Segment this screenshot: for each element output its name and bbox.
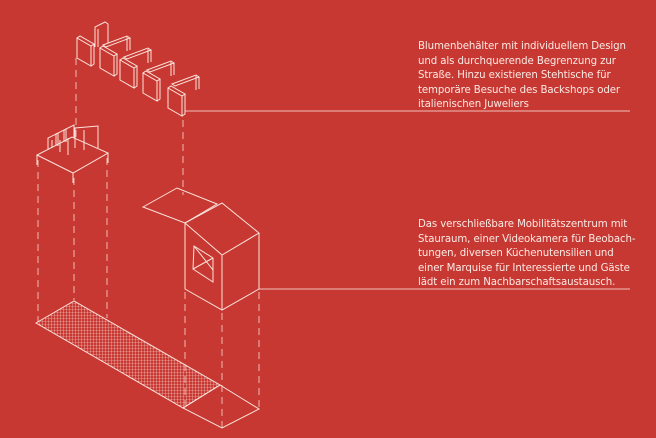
annotation-kiosk: Das verschließbare Mobilitätszentrum mit… <box>418 218 650 291</box>
annotation-line: temporäre Besuche des Backshops oder <box>418 84 620 96</box>
planters-with-tables <box>76 21 201 117</box>
planter-box-icon <box>167 85 186 117</box>
annotation-line: italienischen Juweliers <box>418 99 529 111</box>
annotation-line: tungen, diversen Küchenutensilien und <box>418 248 614 260</box>
planter-box-icon <box>142 70 161 102</box>
annotation-line: einer Marquise für Interessierte und Gäs… <box>418 262 630 274</box>
projection-lines <box>37 58 260 428</box>
mobility-kiosk <box>141 187 260 311</box>
annotation-line: lädt ein zum Nachbarschaftsaustausch. <box>418 277 616 289</box>
annotation-line: Stauraum, einer Videokamera für Beobach- <box>418 233 636 245</box>
annotation-line: und als durchquerende Begrenzung zur <box>418 55 616 67</box>
table-icon <box>101 35 132 51</box>
annotation-line: Blumenbehälter mit individuellem Design <box>418 41 626 52</box>
standing-tables <box>35 124 110 183</box>
planter-box-icon <box>99 45 118 77</box>
table-icon <box>94 21 109 47</box>
ground-plane <box>35 300 261 429</box>
planter-box-icon <box>119 57 138 89</box>
table-icon <box>170 74 201 90</box>
table-icon <box>145 60 176 76</box>
annotation-line: Straße. Hinzu existieren Stehtische für <box>418 70 611 82</box>
annotation-planters: Blumenbehälter mit individuellem Design … <box>418 40 650 113</box>
table-icon <box>122 47 153 63</box>
planter-box-icon <box>76 35 95 67</box>
annotation-line: Das verschließbare Mobilitätszentrum mit <box>418 219 628 230</box>
